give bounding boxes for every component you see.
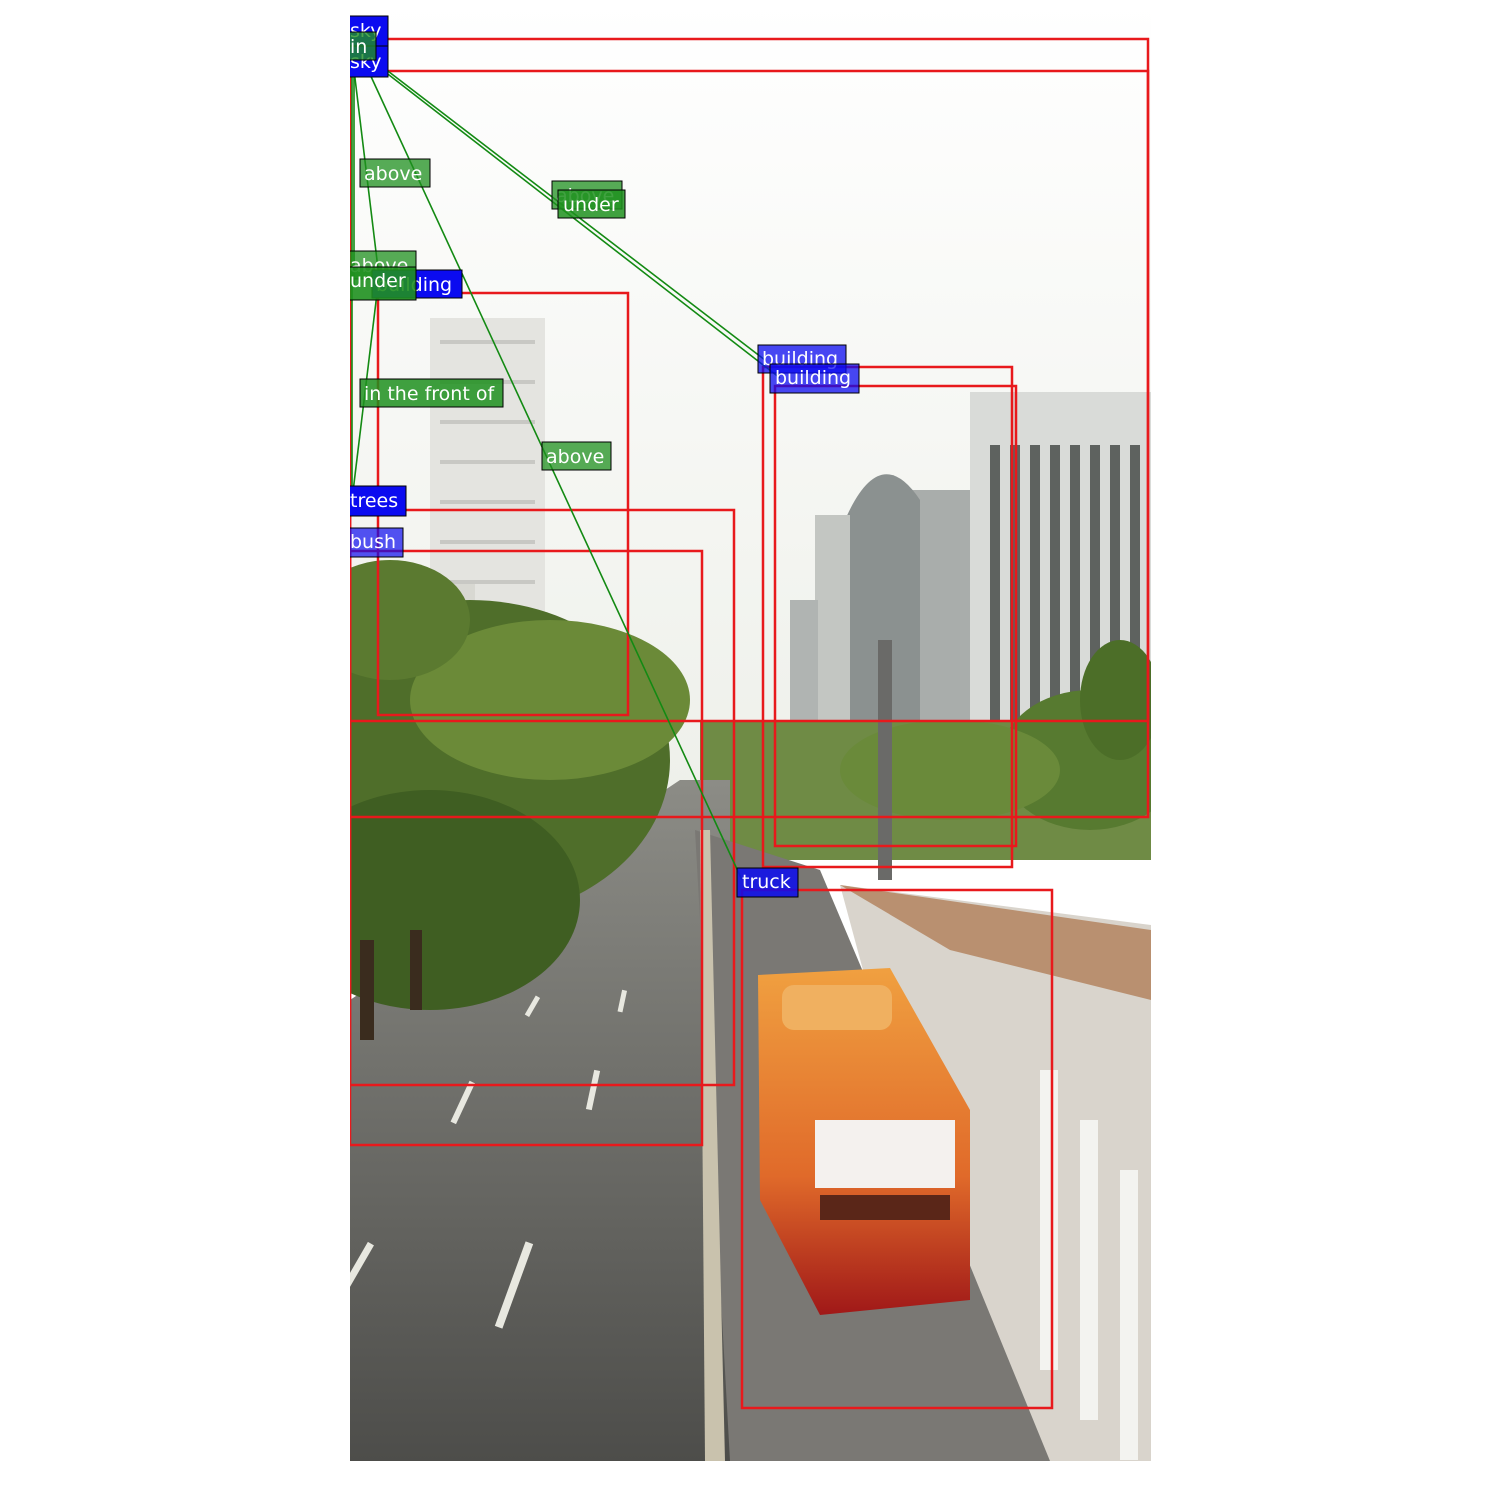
node-label-bush: bush bbox=[350, 527, 404, 558]
svg-text:bush: bush bbox=[350, 531, 396, 553]
node-label-building3: building bbox=[769, 363, 860, 394]
svg-text:truck: truck bbox=[742, 871, 791, 893]
edge-label-under-1: under bbox=[557, 189, 626, 219]
svg-text:under: under bbox=[563, 194, 619, 216]
scene-photo: above above under above building under bbox=[350, 0, 1151, 1461]
edge-label-above-1: above bbox=[359, 158, 431, 188]
svg-text:above: above bbox=[364, 163, 422, 185]
edge-labels: above above under above building under bbox=[350, 158, 626, 471]
trees-bbox bbox=[350, 508, 736, 1087]
node-label-trees: trees bbox=[350, 485, 407, 517]
bounding-boxes bbox=[350, 37, 1150, 1410]
edge-label-in-the-front-of: in the front of bbox=[359, 378, 504, 408]
edge-sky-under-building bbox=[379, 67, 781, 379]
edge-label-above-4: above bbox=[541, 441, 612, 471]
svg-text:in: in bbox=[350, 36, 367, 58]
sky2-bbox bbox=[350, 69, 1150, 723]
edge-label-under-2: under bbox=[350, 266, 417, 301]
building1-bbox bbox=[376, 291, 630, 717]
truck-bbox bbox=[740, 888, 1054, 1410]
svg-text:trees: trees bbox=[350, 490, 398, 512]
svg-text:building: building bbox=[775, 367, 851, 389]
edge-sky-above-truck bbox=[367, 69, 743, 881]
node-labels: sky sky in building building trees bbox=[350, 15, 860, 898]
scene-graph-overlay: above above under above building under bbox=[350, 15, 1150, 1410]
svg-text:above: above bbox=[546, 446, 604, 468]
svg-text:in the front of: in the front of bbox=[364, 383, 495, 405]
svg-text:under: under bbox=[350, 270, 406, 292]
sky1-bbox bbox=[350, 37, 1150, 819]
bush-bbox bbox=[350, 549, 704, 1147]
node-label-truck: truck bbox=[736, 867, 799, 898]
building3-bbox bbox=[773, 384, 1018, 848]
building2-bbox bbox=[761, 365, 1014, 869]
edge-label-in: in bbox=[350, 31, 377, 61]
